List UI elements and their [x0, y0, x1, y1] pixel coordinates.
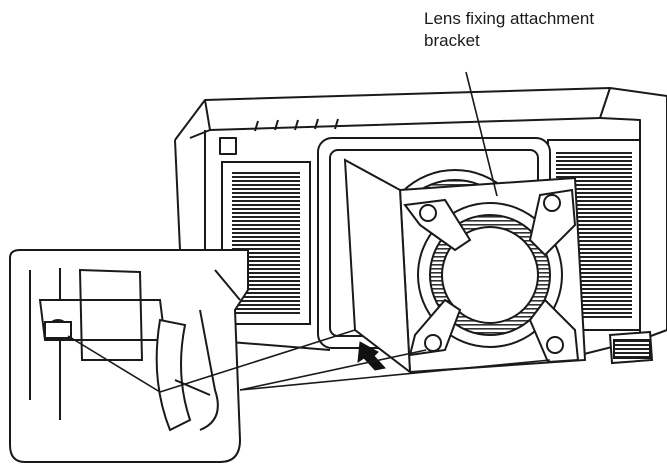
- callout-leader: [465, 71, 498, 197]
- push-arrow-icon: [357, 341, 386, 371]
- inset-detail: [9, 249, 249, 463]
- vent-left: [221, 161, 311, 325]
- clamp-bottom-left: [408, 298, 462, 357]
- clamp-top-left: [403, 198, 472, 252]
- clamp-top-right: [528, 188, 577, 257]
- projector-foot: [608, 330, 654, 365]
- clamp-bottom-right: [528, 298, 580, 364]
- callout-line-1: Lens fixing attachment: [424, 9, 595, 28]
- callout-line-2: bracket: [424, 31, 480, 50]
- lens-fixing-bracket: [343, 158, 587, 375]
- inset-pointer-lines: [67, 329, 551, 393]
- bracket-callout-label: Lens fixing attachment bracket: [424, 8, 664, 52]
